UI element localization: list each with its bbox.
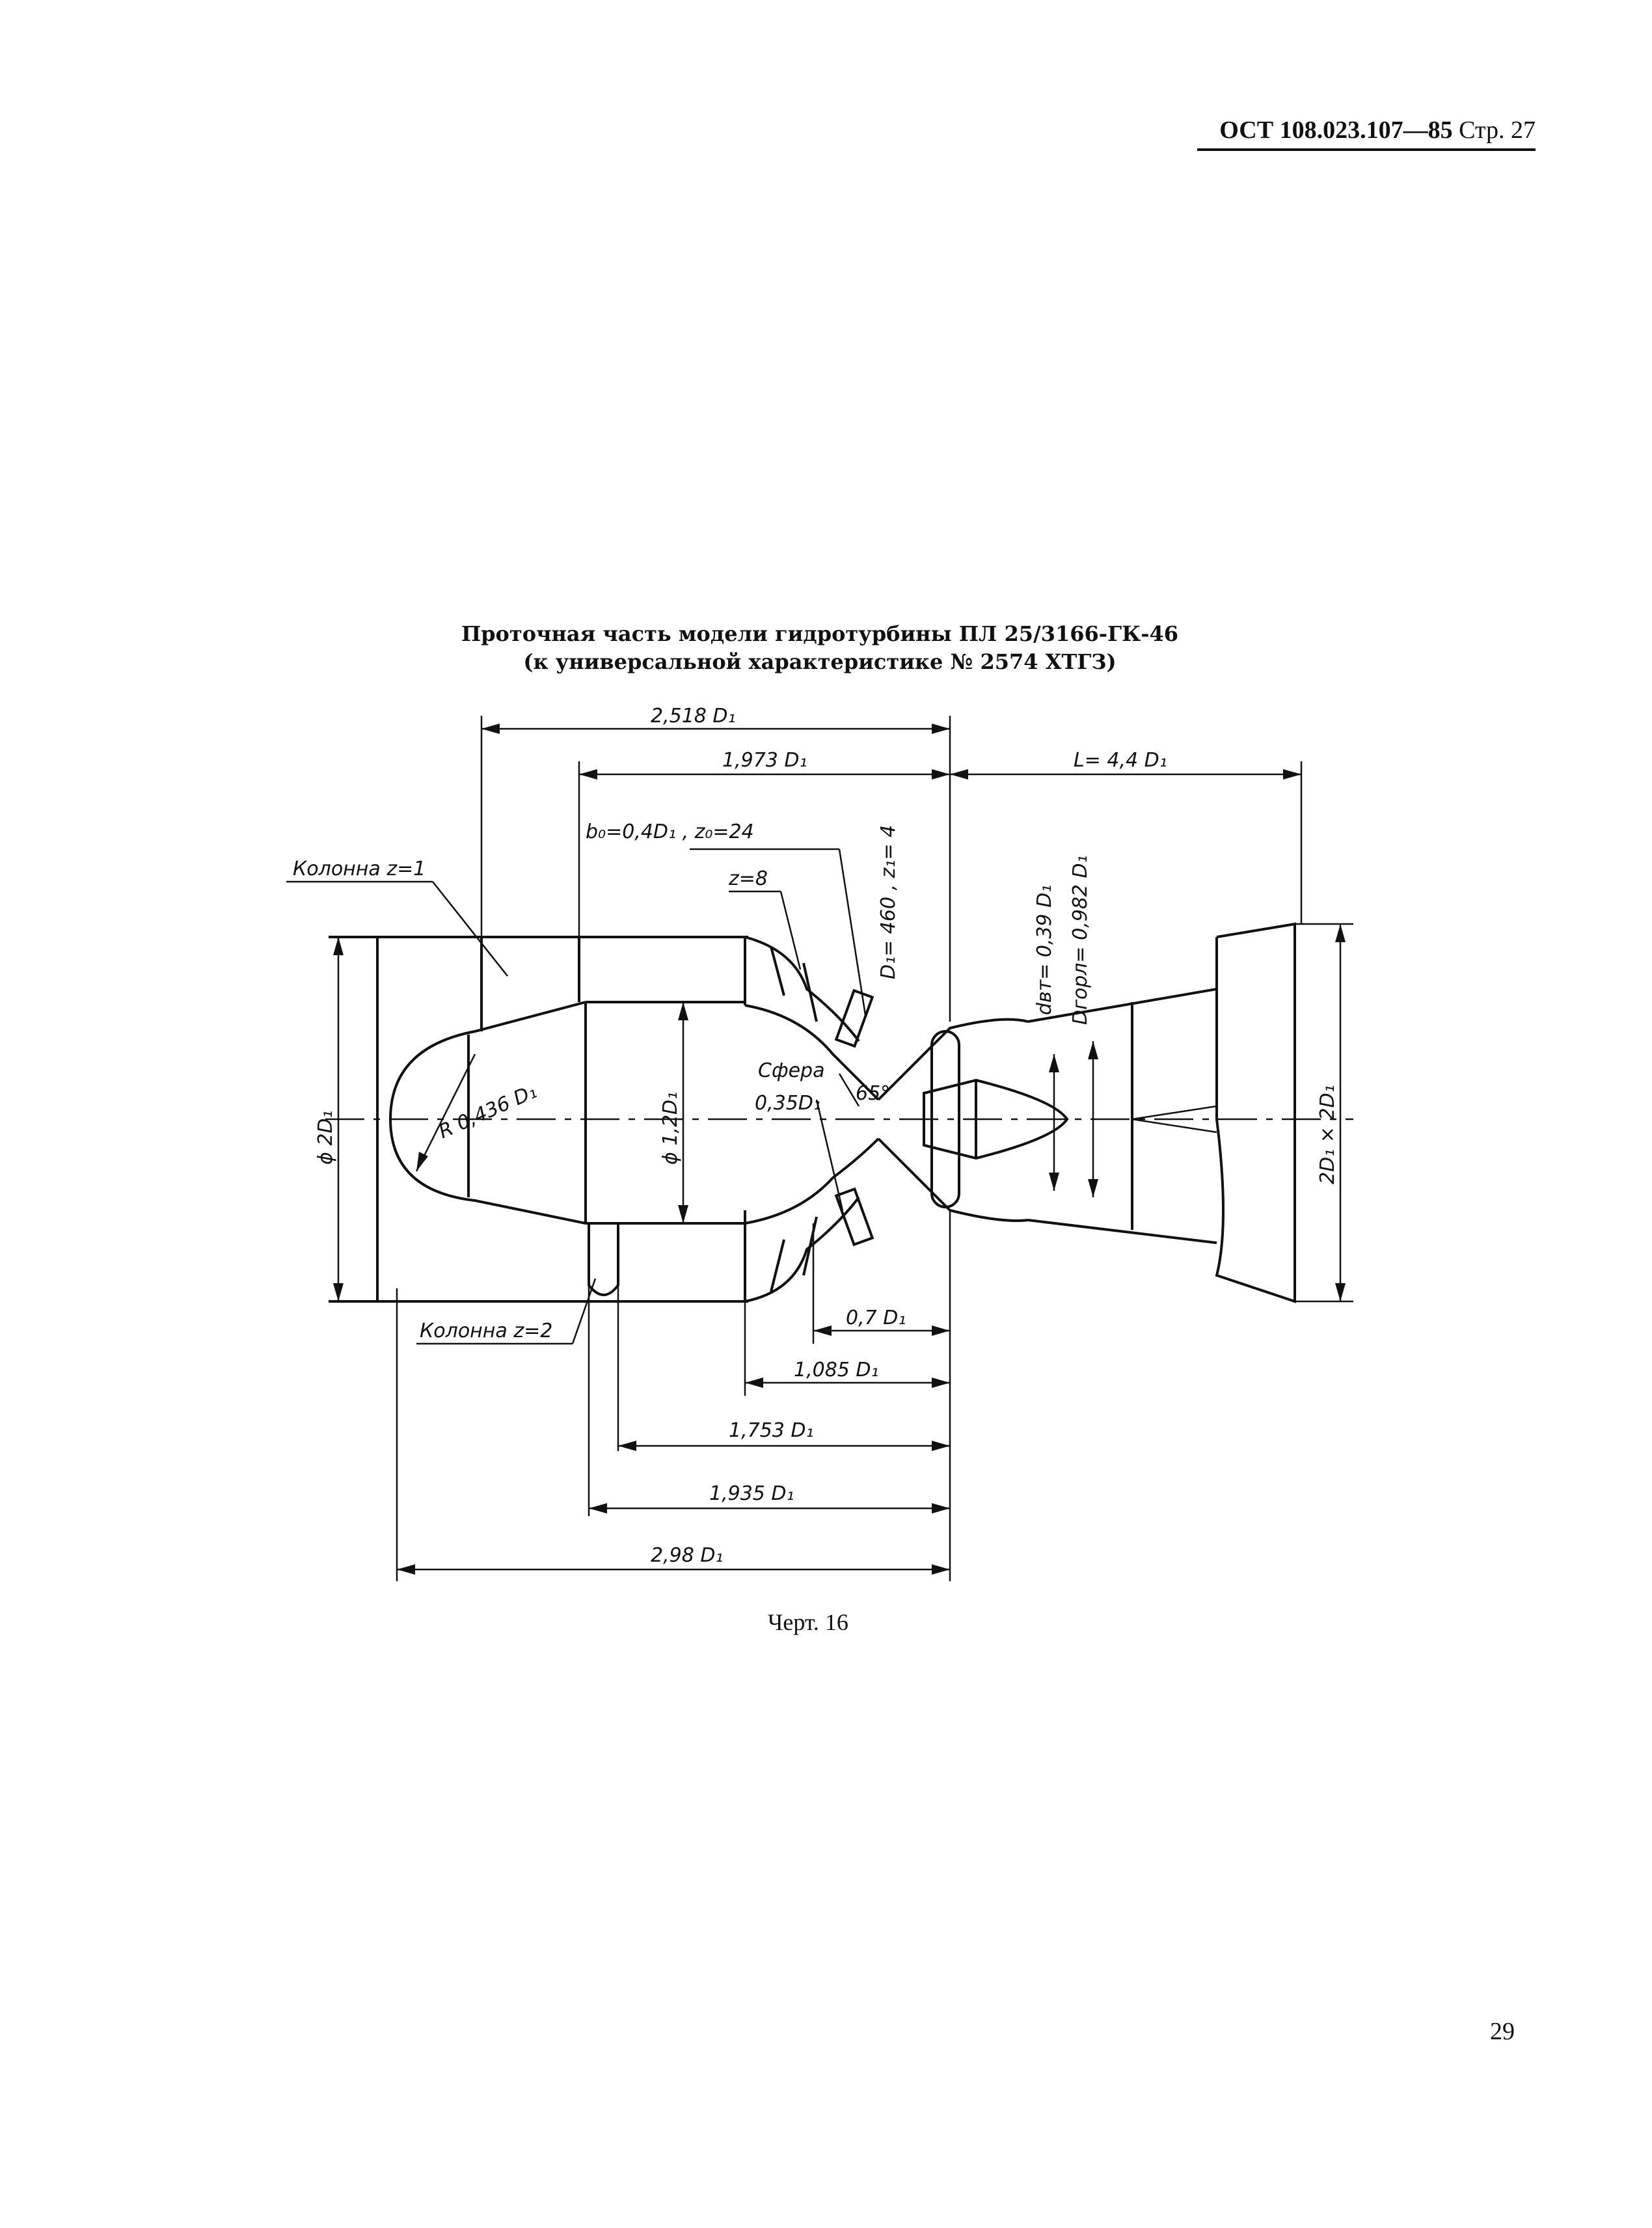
label-D1: D₁= 460 , z₁= 4 <box>877 825 900 979</box>
label-z8: z=8 <box>728 867 768 890</box>
document-header: ОСТ 108.023.107—85 Стр. 27 <box>1197 116 1536 151</box>
dim-2518: 2,518 D₁ <box>651 705 736 727</box>
doc-code: ОСТ 108.023.107—85 <box>1219 116 1453 144</box>
figure-caption: Черт. 16 <box>768 1609 848 1635</box>
label-R: R 0,436 D₁ <box>435 1080 540 1143</box>
dim-L: L= 4,4 D₁ <box>1074 749 1167 772</box>
dim-1973: 1,973 D₁ <box>722 749 807 772</box>
label-b0: b₀=0,4D₁ , z₀=24 <box>586 821 754 843</box>
dim-1753: 1,753 D₁ <box>729 1419 814 1442</box>
label-kolonna2: Колонна z=2 <box>420 1320 552 1342</box>
label-Dgorl: Dгорл= 0,982 D₁ <box>1069 855 1092 1025</box>
page-label: Стр. 27 <box>1459 116 1536 144</box>
label-2Dx2D: 2D₁ × 2D₁ <box>1316 1085 1339 1184</box>
label-65: 65° <box>856 1082 890 1105</box>
label-035: 0,35D₁ <box>755 1092 821 1115</box>
label-phi2: ϕ 2D₁ <box>314 1110 337 1165</box>
figure-title-line1: Проточная часть модели гидротурбины ПЛ 2… <box>461 621 1179 646</box>
dim-1935: 1,935 D₁ <box>709 1482 794 1505</box>
label-phi12: ϕ 1,2D₁ <box>659 1092 682 1165</box>
label-kolonna1: Колонна z=1 <box>293 858 426 880</box>
dim-298: 2,98 D₁ <box>651 1544 723 1567</box>
dim-1085: 1,085 D₁ <box>794 1359 879 1381</box>
label-sfera: Сфера <box>758 1059 824 1082</box>
dim-07: 0,7 D₁ <box>846 1307 906 1329</box>
page-number: 29 <box>1490 2018 1515 2045</box>
figure-title-line2: (к универсальной характеристике № 2574 Х… <box>523 649 1117 674</box>
label-dvt: dвт= 0,39 D₁ <box>1033 885 1056 1015</box>
